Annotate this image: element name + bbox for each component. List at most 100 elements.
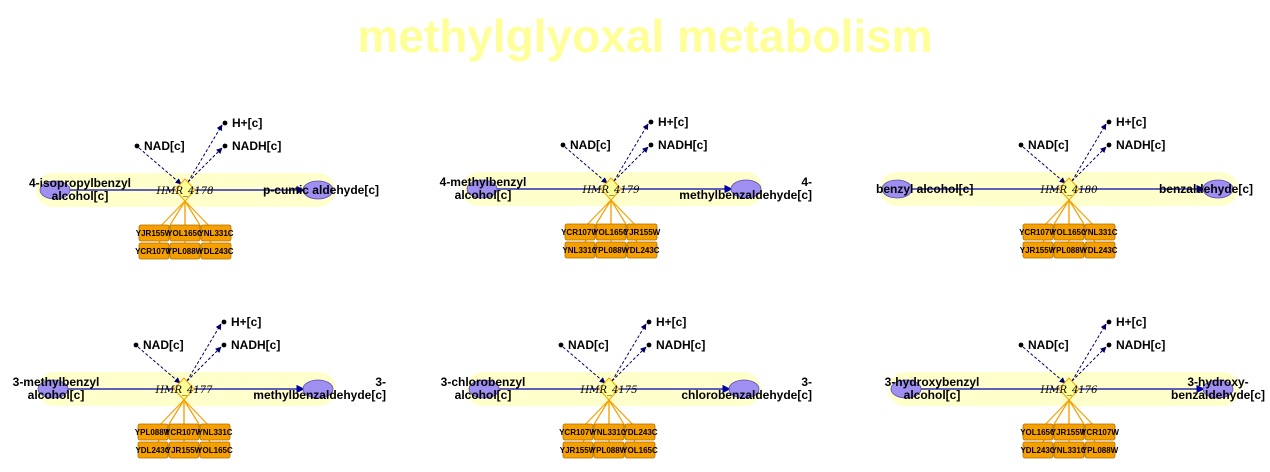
gene-box	[137, 423, 169, 441]
cofactor-dot	[134, 143, 140, 149]
cofactor-in-label: NAD[c]	[570, 138, 611, 152]
product-node	[728, 379, 760, 399]
gene-label: YNL331C	[1082, 228, 1117, 237]
substrate-node	[881, 179, 913, 199]
gene-box	[564, 241, 596, 259]
cofactor-out-arrow	[186, 346, 222, 382]
gene-box	[168, 441, 200, 459]
gene-label: YOL165C	[197, 446, 233, 455]
cofactor-dot	[222, 143, 228, 149]
cofactor-out-label: H+[c]	[231, 315, 261, 329]
substrate-label: alcohol[c]	[52, 189, 109, 203]
product-label: 3-	[801, 375, 812, 389]
cofactor-in-label: NAD[c]	[143, 338, 184, 352]
reaction-node	[1058, 177, 1080, 201]
substrate-label: benzyl alcohol[c]	[876, 182, 973, 196]
cofactor-dot	[1106, 142, 1112, 148]
cofactor-out-label: H+[c]	[1116, 115, 1146, 129]
reaction-group: NAD[c]H+[c]NADH[c]HMR_41784-isopropylben…	[29, 116, 379, 260]
gene-box	[562, 441, 594, 459]
gene-box	[200, 224, 232, 242]
gene-label: YDL243C	[1020, 446, 1055, 455]
reaction-node	[600, 177, 622, 201]
product-label: 4-	[801, 175, 812, 189]
cofactor-out-arrow	[186, 323, 222, 382]
cofactor-dot	[221, 319, 227, 325]
cofactor-in-arrow	[564, 146, 608, 184]
reaction-group: NAD[c]H+[c]NADH[c]HMR_41794-methylbenzyl…	[440, 115, 812, 259]
gene-label: YDL243C	[624, 246, 659, 255]
cofactor-dot	[646, 319, 652, 325]
substrate-node	[37, 379, 69, 399]
gene-label: YJR155W	[1020, 246, 1057, 255]
substrate-label: 3-methylbenzyl	[13, 375, 100, 389]
gene-label: YPL088W	[1082, 446, 1119, 455]
reaction-group: NAD[c] H+[c] NADH[c] HMR_4177 3-methylbenzyl…	[13, 315, 386, 459]
gene-label: YCR107W	[559, 428, 597, 437]
gene-label: YJR155W	[166, 446, 203, 455]
gene-label: YCR107W	[165, 428, 203, 437]
gene-label: YJR155W	[1051, 428, 1088, 437]
gene-label: YCR107W	[1019, 228, 1057, 237]
cofactor-dot	[221, 342, 227, 348]
gene-box	[1053, 423, 1085, 441]
gene-label: YDL243C	[198, 247, 233, 256]
cofactor-out-label: NADH[c]	[1116, 338, 1165, 352]
gene-box	[593, 423, 625, 441]
reaction-id: HMR_4177	[155, 385, 214, 396]
cofactor-out-label: H+[c]	[656, 315, 686, 329]
product-label: p-cumic aldehyde[c]	[263, 183, 379, 197]
gene-label: YPL088W	[593, 246, 630, 255]
cofactor-dot	[1106, 342, 1112, 348]
substrate-label: alcohol[c]	[904, 388, 961, 402]
gene-box	[137, 441, 169, 459]
product-label: benzaldehyde[c]	[1171, 388, 1265, 402]
cofactor-dot	[222, 120, 228, 126]
gene-box	[168, 423, 200, 441]
cofactor-in-arrow	[1022, 346, 1066, 384]
gene-box	[1084, 241, 1116, 259]
gene-label: YCR107W	[135, 247, 173, 256]
reaction-id: HMR_4175	[580, 385, 638, 396]
substrate-label: 3-chlorobenzyl	[441, 375, 526, 389]
gene-label: YNL331C	[562, 246, 597, 255]
substrate-label: 4-isopropylbenzyl	[29, 176, 131, 190]
substrate-label: 3-hydroxybenzyl	[885, 375, 980, 389]
substrate-label: alcohol[c]	[455, 388, 512, 402]
cofactor-out-arrow	[613, 146, 649, 182]
gene-box	[1022, 241, 1054, 259]
gene-label: YPL088W	[135, 428, 172, 437]
gene-label: YDL243C	[135, 446, 170, 455]
substrate-node	[890, 379, 922, 399]
cofactor-dot	[1018, 342, 1024, 348]
reaction-group: NAD[c]H+[c]NADH[c]HMR_41753-chlorobenzyl…	[441, 315, 812, 459]
product-label: methylbenzaldehyde[c]	[253, 388, 386, 402]
gene-box	[199, 423, 231, 441]
cofactor-dot	[133, 342, 139, 348]
product-node	[1202, 379, 1234, 399]
cofactor-in-label: NAD[c]	[568, 338, 609, 352]
gene-box	[595, 223, 627, 241]
gene-box	[1084, 441, 1116, 459]
gene-box	[138, 224, 170, 242]
cofactor-out-arrow	[611, 323, 647, 382]
gene-label: YNL331C	[197, 428, 232, 437]
gene-label: YJR155W	[560, 446, 597, 455]
gene-box	[1084, 423, 1116, 441]
cofactor-dot	[1018, 142, 1024, 148]
reaction-group: NAD[c]H+[c]NADH[c]HMR_41763-hydroxybenzy…	[885, 315, 1265, 459]
cofactor-out-arrow	[613, 123, 649, 182]
cofactor-out-label: NADH[c]	[232, 139, 281, 153]
gene-label: YJR155W	[624, 228, 661, 237]
cofactor-dot	[558, 342, 564, 348]
gene-box	[169, 224, 201, 242]
cofactor-dot	[560, 142, 566, 148]
gene-label: YOL165C	[593, 228, 629, 237]
cofactor-out-label: NADH[c]	[1116, 138, 1165, 152]
gene-label: YPL088W	[167, 247, 204, 256]
cofactor-in-label: NAD[c]	[1028, 138, 1069, 152]
cofactor-out-arrow	[1071, 346, 1107, 382]
gene-box	[200, 242, 232, 260]
cofactor-out-label: NADH[c]	[231, 338, 280, 352]
